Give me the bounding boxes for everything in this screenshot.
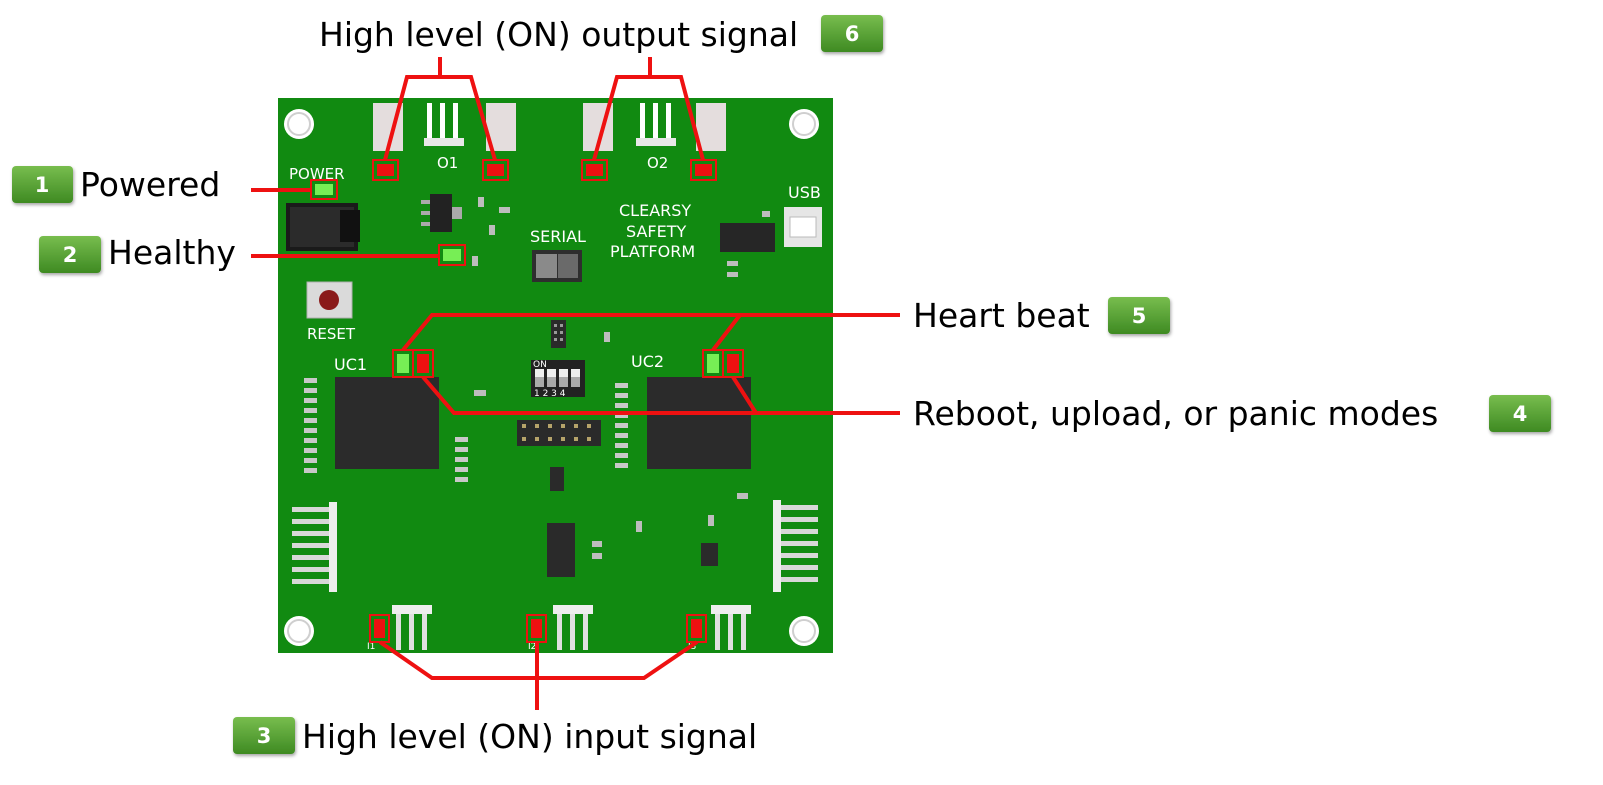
callout-4: Reboot, upload, or panic modes 4 bbox=[913, 394, 1551, 433]
mounting-holes bbox=[284, 109, 819, 646]
callout-line-5b bbox=[711, 313, 742, 352]
callout-6: High level (ON) output signal 6 bbox=[319, 15, 883, 54]
connector-o1 bbox=[373, 103, 516, 151]
usb-port bbox=[784, 207, 822, 247]
badge-3-number: 3 bbox=[257, 724, 272, 748]
label-uc1: UC1 bbox=[334, 355, 367, 374]
badge-1-number: 1 bbox=[35, 173, 50, 197]
dip-on-label: ON bbox=[533, 360, 547, 370]
badge-3: 3 bbox=[233, 717, 295, 754]
badge-2: 2 bbox=[39, 236, 101, 273]
badge-6: 6 bbox=[821, 15, 883, 52]
dip-switch: ON 1 2 3 4 bbox=[531, 360, 585, 399]
platform-line-1: CLEARSY bbox=[619, 201, 691, 220]
pcb-board: O1 O2 POWER bbox=[278, 98, 833, 653]
uc2-pins bbox=[615, 383, 628, 468]
callout-lines bbox=[251, 57, 900, 710]
callout-1-label: Powered bbox=[80, 165, 220, 204]
dip-numbers: 1 2 3 4 bbox=[534, 389, 566, 399]
label-uc2: UC2 bbox=[631, 352, 664, 371]
badge-2-number: 2 bbox=[63, 243, 78, 267]
badge-1: 1 bbox=[12, 166, 73, 203]
small-chip bbox=[550, 467, 564, 491]
callout-line-4a bbox=[421, 375, 900, 415]
badge-5-number: 5 bbox=[1132, 304, 1147, 328]
label-i2: I2 bbox=[528, 642, 536, 652]
label-power: POWER bbox=[289, 165, 345, 183]
label-usb: USB bbox=[788, 183, 821, 202]
callout-4-label: Reboot, upload, or panic modes bbox=[913, 394, 1438, 433]
callout-1: 1 Powered bbox=[12, 165, 220, 204]
power-jack bbox=[286, 203, 360, 251]
leds bbox=[310, 159, 744, 643]
badge-4: 4 bbox=[1489, 395, 1551, 432]
callout-3-label: High level (ON) input signal bbox=[302, 717, 757, 756]
callout-2-label: Healthy bbox=[108, 233, 236, 272]
led-i1 bbox=[369, 614, 390, 643]
label-reset: RESET bbox=[307, 325, 356, 343]
small-chip bbox=[701, 543, 718, 566]
right-side-connector bbox=[773, 500, 818, 592]
callout-3: 3 High level (ON) input signal bbox=[233, 717, 757, 756]
label-i1: I1 bbox=[367, 642, 375, 652]
connector-i2 bbox=[553, 605, 593, 650]
badge-4-number: 4 bbox=[1513, 402, 1528, 426]
left-side-connector bbox=[292, 502, 337, 592]
serial-switch bbox=[532, 250, 582, 282]
callout-line-4b bbox=[731, 375, 758, 415]
badge-5: 5 bbox=[1108, 297, 1170, 334]
callout-6-label: High level (ON) output signal bbox=[319, 15, 798, 54]
label-serial: SERIAL bbox=[530, 227, 586, 246]
chip-uc1 bbox=[335, 377, 439, 469]
callout-2: 2 Healthy bbox=[39, 233, 236, 273]
led-o2-right bbox=[690, 159, 717, 181]
callout-5: Heart beat 5 bbox=[913, 296, 1170, 335]
platform-line-3: PLATFORM bbox=[610, 242, 695, 261]
callout-5-label: Heart beat bbox=[913, 296, 1090, 335]
led-o1-right bbox=[482, 159, 509, 181]
uc1-pins bbox=[304, 378, 468, 482]
connector-i3 bbox=[711, 605, 751, 650]
voltage-regulator bbox=[421, 194, 462, 232]
reset-button bbox=[306, 281, 353, 319]
passive-components bbox=[472, 197, 770, 559]
platform-line-2: SAFETY bbox=[626, 222, 686, 241]
header-pins bbox=[551, 320, 566, 348]
small-chip bbox=[547, 523, 575, 577]
chip-uc2 bbox=[647, 377, 751, 469]
label-o2: O2 bbox=[647, 154, 668, 172]
callout-line-5a bbox=[401, 313, 900, 352]
center-header bbox=[517, 420, 601, 446]
usb-chip bbox=[720, 223, 775, 252]
badge-6-number: 6 bbox=[845, 22, 860, 46]
connector-i1 bbox=[392, 605, 432, 650]
label-o1: O1 bbox=[437, 154, 458, 172]
